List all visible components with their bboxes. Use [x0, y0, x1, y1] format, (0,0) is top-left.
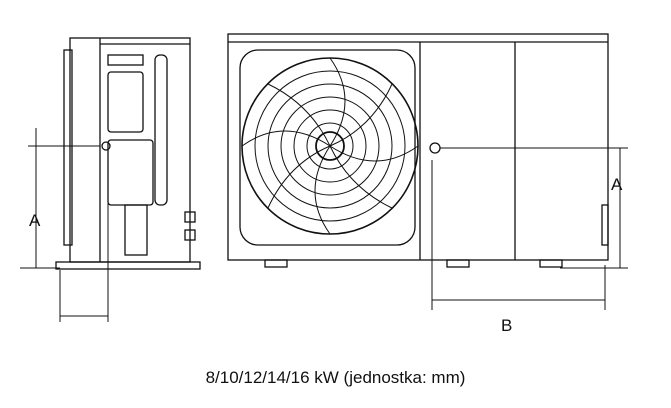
fan-grille — [241, 57, 419, 235]
dimension-label-a-front: A — [611, 175, 623, 194]
front-view — [227, 33, 628, 310]
side-view — [20, 37, 201, 322]
dimension-label-b: B — [501, 316, 513, 335]
caption: 8/10/12/14/16 kW (jednostka: mm) — [205, 368, 466, 387]
dimension-label-a-side: A — [29, 211, 41, 230]
